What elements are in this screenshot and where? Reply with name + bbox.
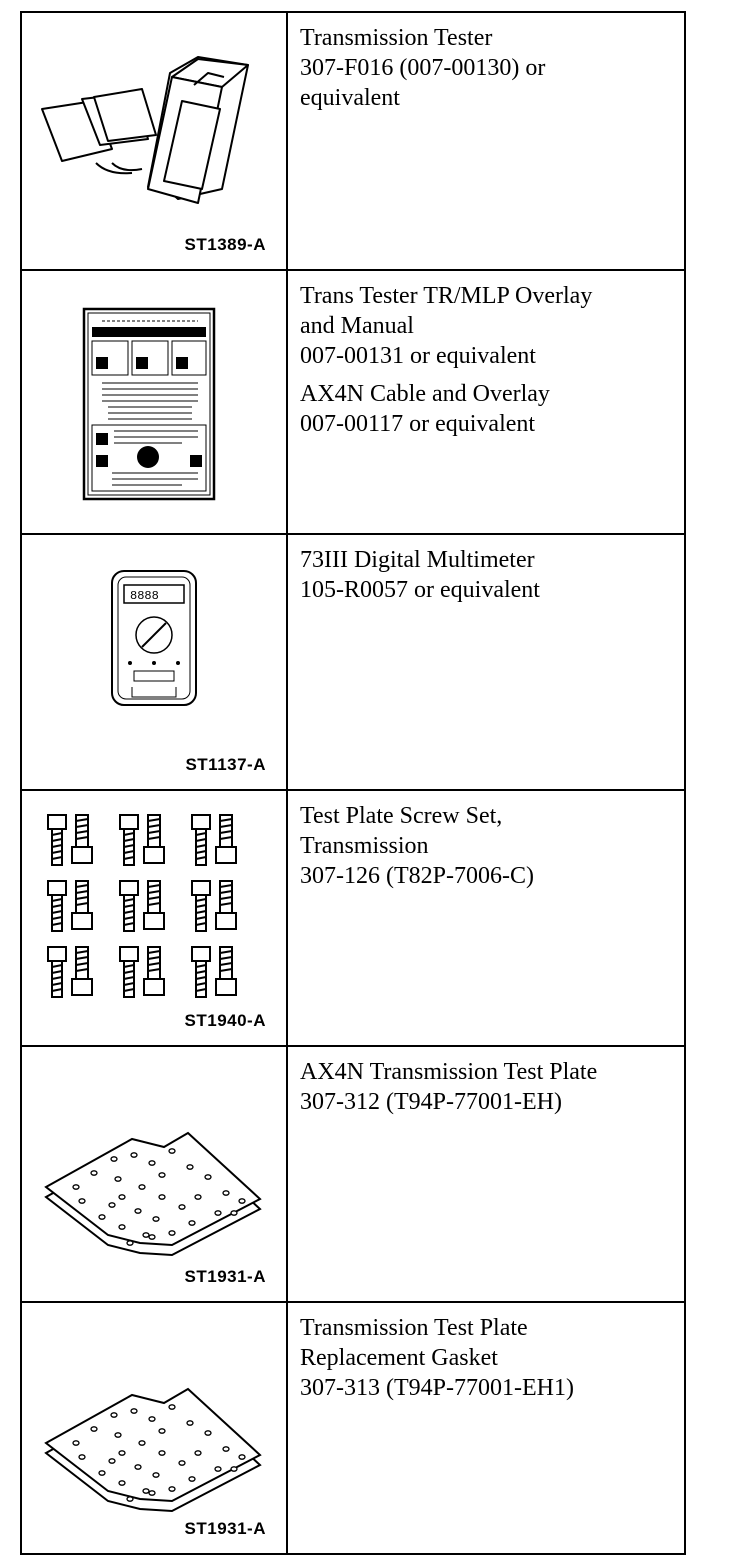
screw-icon: [191, 814, 237, 866]
description-line: Test Plate Screw Set,: [300, 803, 503, 829]
test-plate-icon: [44, 1131, 262, 1257]
description-paragraph: Trans Tester TR/MLP Overlay and Manual 0…: [300, 281, 674, 371]
svg-text:8888: 8888: [130, 589, 159, 603]
description-line: Replacement Gasket: [300, 1345, 498, 1371]
multimeter-icon: 8888: [111, 570, 197, 706]
description-cell: Test Plate Screw Set, Transmission 307-1…: [288, 791, 684, 1045]
description-line: 307-126 (T82P-7006-C): [300, 863, 534, 889]
description-paragraph: Test Plate Screw Set, Transmission 307-1…: [300, 801, 674, 891]
figure-code: ST1389-A: [184, 235, 266, 254]
screw-set-icon: [47, 814, 237, 998]
image-cell: ST1940-A: [22, 791, 288, 1045]
description-paragraph: Transmission Test Plate Replacement Gask…: [300, 1313, 674, 1403]
description-line: 105-R0057 or equivalent: [300, 577, 540, 603]
image-cell: 8888 ST1137-A: [22, 535, 288, 789]
screw-icon: [47, 880, 93, 932]
description-line: AX4N Cable and Overlay: [300, 381, 550, 407]
description-line: 307-313 (T94P-77001-EH1): [300, 1375, 574, 1401]
description-paragraph: 73III Digital Multimeter 105-R0057 or eq…: [300, 545, 674, 605]
description-line: AX4N Transmission Test Plate: [300, 1059, 598, 1085]
description-paragraph: AX4N Cable and Overlay 007-00117 or equi…: [300, 379, 674, 439]
image-cell: ST1931-A: [22, 1303, 288, 1553]
description-cell: 73III Digital Multimeter 105-R0057 or eq…: [288, 535, 684, 789]
description-line: Transmission Tester: [300, 25, 493, 51]
overlay-manual-icon: [82, 307, 216, 501]
figure-code: ST1940-A: [184, 1011, 266, 1030]
description-paragraph: AX4N Transmission Test Plate 307-312 (T9…: [300, 1057, 674, 1117]
table-row: 8888 ST1137-A 73III Digital Multimeter 1…: [22, 535, 684, 791]
description-cell: AX4N Transmission Test Plate 307-312 (T9…: [288, 1047, 684, 1301]
screw-icon: [119, 946, 165, 998]
special-tools-table: ST1389-A Transmission Tester 307-F016 (0…: [20, 11, 686, 1555]
screw-icon: [47, 814, 93, 866]
description-line: 307-312 (T94P-77001-EH): [300, 1089, 562, 1115]
description-cell: Trans Tester TR/MLP Overlay and Manual 0…: [288, 271, 684, 533]
screw-icon: [191, 946, 237, 998]
table-row: ST1931-A Transmission Test Plate Replace…: [22, 1303, 684, 1553]
gasket-plate-icon: [44, 1387, 262, 1513]
image-cell: ST1389-A: [22, 13, 288, 269]
figure-code: ST1137-A: [185, 755, 266, 774]
description-paragraph: Transmission Tester 307-F016 (007-00130)…: [300, 23, 674, 113]
description-cell: Transmission Tester 307-F016 (007-00130)…: [288, 13, 684, 269]
figure-code: ST1931-A: [184, 1267, 266, 1286]
screw-icon: [191, 880, 237, 932]
image-cell: ST1931-A: [22, 1047, 288, 1301]
table-row: ST1931-A AX4N Transmission Test Plate 30…: [22, 1047, 684, 1303]
description-line: 73III Digital Multimeter: [300, 547, 535, 573]
image-cell: [22, 271, 288, 533]
transmission-tester-icon: [41, 56, 249, 204]
table-row: ST1940-A Test Plate Screw Set, Transmiss…: [22, 791, 684, 1047]
figure-code: ST1931-A: [184, 1519, 266, 1538]
screw-icon: [119, 880, 165, 932]
description-cell: Transmission Test Plate Replacement Gask…: [288, 1303, 684, 1553]
table-row: Trans Tester TR/MLP Overlay and Manual 0…: [22, 271, 684, 535]
description-line: equivalent: [300, 85, 400, 111]
description-line: and Manual: [300, 313, 414, 339]
screw-icon: [119, 814, 165, 866]
screw-icon: [47, 946, 93, 998]
description-line: 307-F016 (007-00130) or: [300, 55, 546, 81]
description-line: Transmission Test Plate: [300, 1315, 528, 1341]
description-line: Transmission: [300, 833, 429, 859]
description-line: Trans Tester TR/MLP Overlay: [300, 283, 593, 309]
description-line: 007-00131 or equivalent: [300, 343, 536, 369]
description-line: 007-00117 or equivalent: [300, 411, 536, 437]
table-row: ST1389-A Transmission Tester 307-F016 (0…: [22, 13, 684, 271]
